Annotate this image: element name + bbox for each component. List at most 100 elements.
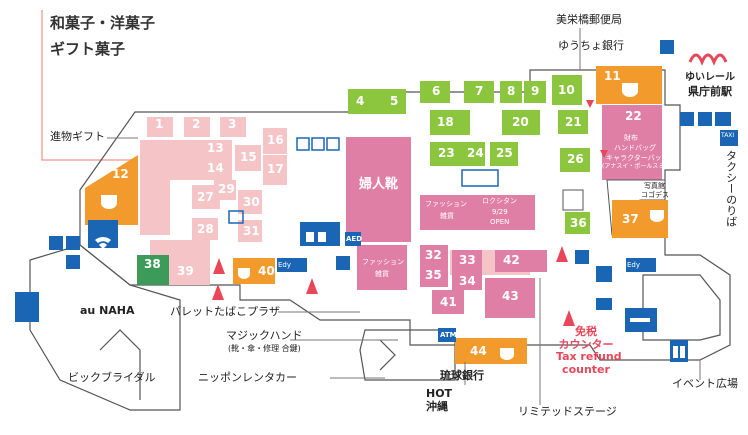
fashion-goods-b[interactable] [357, 245, 407, 290]
wallet-3: キャラクターバッグ [606, 154, 669, 162]
wallet-2: ハンドバッグ [614, 144, 656, 152]
fashion-goods-a-1: ファッション [425, 200, 467, 208]
hot-okinawa-1: HOT [426, 387, 453, 400]
aed-sign [345, 232, 361, 246]
shop-10[interactable] [552, 75, 582, 105]
shop-15[interactable] [235, 145, 261, 171]
shop-label-11: 11 [604, 69, 621, 83]
shop-13[interactable] [200, 140, 232, 160]
shop-41[interactable] [432, 290, 464, 314]
shop-20[interactable] [502, 110, 540, 135]
shop-42b[interactable] [495, 250, 547, 272]
shop-28[interactable] [192, 218, 218, 240]
shop-12[interactable] [85, 155, 138, 225]
shop-label-35: 35 [425, 268, 442, 282]
entrance-markers [212, 100, 608, 326]
shop-label-25: 25 [496, 146, 513, 160]
shop-26[interactable] [560, 148, 590, 172]
loccitane[interactable] [475, 195, 535, 230]
info-box [562, 189, 584, 211]
fashion-goods-a[interactable] [420, 195, 475, 230]
shop-label-43: 43 [502, 289, 519, 303]
shop-9[interactable] [524, 81, 546, 103]
bic-bridal-label: ビックブライダル [68, 371, 156, 384]
title-leader-line [41, 10, 135, 161]
entrance-marker-4 [556, 246, 568, 262]
shop-label-16: 16 [267, 133, 284, 147]
entrance-marker-1 [213, 258, 225, 274]
ladies-shoes[interactable] [346, 137, 411, 242]
atm-label: ATM [440, 331, 457, 339]
shop-44[interactable] [455, 338, 527, 364]
phone-sign-1 [66, 255, 80, 269]
shop-17[interactable] [263, 155, 287, 185]
shop-label-10: 10 [558, 83, 575, 97]
shop-32[interactable] [420, 245, 448, 267]
shop-33[interactable] [452, 250, 482, 272]
shop-29[interactable] [214, 180, 236, 200]
shop-label-37: 37 [622, 212, 639, 226]
gift-label: 進物ギフト [50, 130, 105, 143]
green-shops [348, 75, 590, 234]
shop-3[interactable] [220, 117, 246, 137]
shop-6[interactable] [420, 81, 450, 103]
au-stairs [99, 329, 141, 400]
coffee-icons [101, 83, 664, 360]
shop-22[interactable] [602, 105, 662, 130]
entrance-marker-6 [586, 100, 594, 108]
shop-30[interactable] [238, 190, 262, 214]
info-sign-1 [336, 256, 350, 270]
fashion-goods-b-2: 雑貨 [375, 270, 389, 278]
wifi-icon [95, 236, 111, 249]
shop-14[interactable] [200, 160, 232, 180]
yui-rail-name: ゆいレール [685, 72, 735, 83]
elevator-sign-2 [670, 340, 688, 362]
shop-43[interactable] [485, 278, 535, 318]
info-sign-2 [575, 250, 589, 264]
title-line-2: ギフト菓子 [50, 40, 126, 58]
hot-okinawa-stairs [379, 339, 396, 371]
escalator-icon-1 [228, 210, 244, 224]
shop-7[interactable] [464, 81, 494, 103]
shop-label-20: 20 [512, 115, 529, 129]
palette-tobacco-label: パレットたばこプラザ [170, 305, 280, 318]
shop-21[interactable] [558, 110, 588, 134]
wallet-1: 財布 [624, 134, 638, 142]
limited-stage-label: リミテッドステージ [518, 405, 617, 418]
pictograms [228, 137, 499, 224]
shop-8[interactable] [500, 81, 522, 103]
tax-label-4: counter [562, 362, 610, 376]
fashion-goods-b-1: ファッション [362, 258, 404, 266]
shop-31[interactable] [238, 220, 262, 242]
shop-label-33: 33 [459, 253, 476, 267]
loccitane-3: OPEN [490, 218, 510, 226]
shop-25[interactable] [490, 142, 518, 166]
shop-34[interactable] [452, 272, 482, 290]
edy-label-1: Edy [278, 261, 292, 269]
wallet-handbag[interactable] [602, 130, 662, 180]
shop-2[interactable] [184, 117, 210, 137]
green-block-23-25 [430, 142, 485, 166]
shop-label-29: 29 [218, 182, 235, 196]
shop-39[interactable] [168, 258, 204, 284]
phone-sign-2 [293, 258, 307, 272]
sign-glyphs [95, 232, 685, 358]
shop-1[interactable] [147, 117, 173, 137]
photo-2: コゴデス [641, 191, 669, 199]
nippon-rent-label: ニッポンレンタカー [198, 371, 297, 384]
shop-label-42: 42 [503, 253, 520, 267]
cafes [85, 66, 668, 364]
shop-36[interactable] [565, 212, 590, 234]
taxi-stand-label: タクシーのりば [724, 150, 738, 227]
shop-16[interactable] [263, 128, 287, 154]
title-line-1: 和菓子・洋菓子 [50, 14, 156, 32]
shop-label-28: 28 [197, 222, 214, 236]
fashion-goods-a-2: 雑貨 [440, 212, 454, 220]
au-naha-label: au NAHA [80, 304, 135, 317]
area-gift-b [140, 180, 170, 235]
shop-38[interactable] [137, 255, 169, 285]
coffee-icon-11 [622, 83, 638, 97]
green-block-4-5 [348, 89, 406, 114]
shop-35[interactable] [420, 267, 448, 287]
